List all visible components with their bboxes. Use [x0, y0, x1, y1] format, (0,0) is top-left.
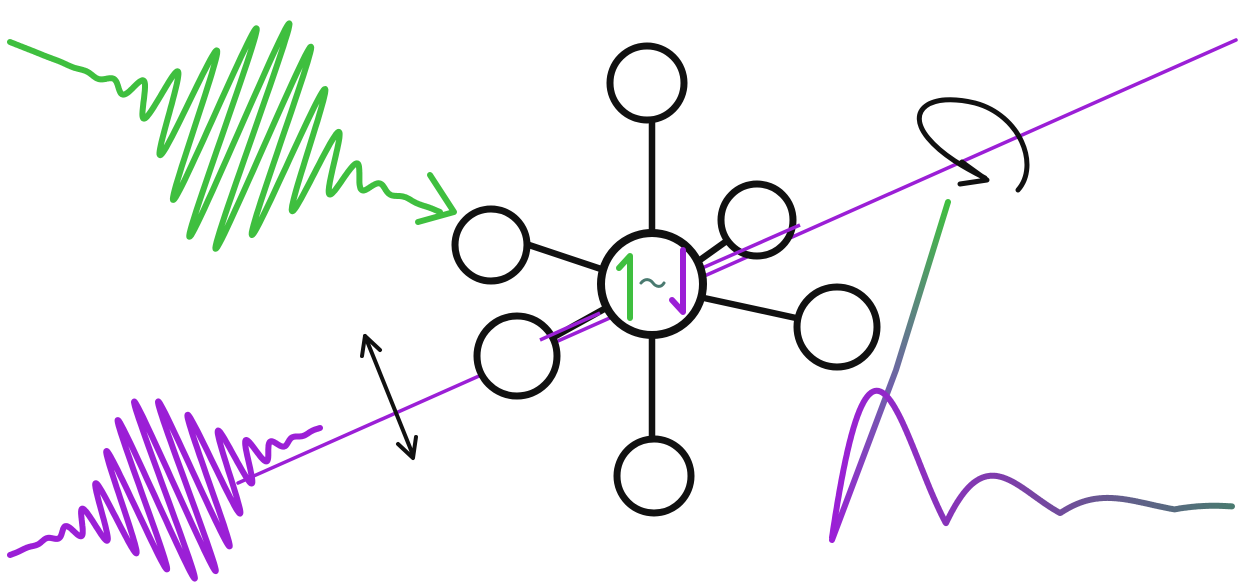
- purple-beam-line: [236, 38, 1238, 485]
- spin-up-down-icon: [616, 247, 686, 321]
- atom-upper-left: [451, 205, 531, 285]
- linear-polarization-arrow-icon: [360, 334, 418, 460]
- purple-wave-packet-icon: [7, 398, 323, 582]
- molecule-icon: [451, 42, 881, 517]
- atom-bottom: [613, 435, 695, 517]
- atom-right: [793, 283, 881, 371]
- circular-rotation-arrow-icon: [916, 97, 1030, 193]
- atom-lower-left: [473, 312, 561, 400]
- atom-top: [606, 42, 688, 124]
- atom-upper-right: [717, 180, 797, 260]
- green-wave-packet-icon: [7, 20, 443, 252]
- green-arrowhead-icon: [415, 172, 457, 225]
- emitted-signal-icon: [829, 199, 1235, 543]
